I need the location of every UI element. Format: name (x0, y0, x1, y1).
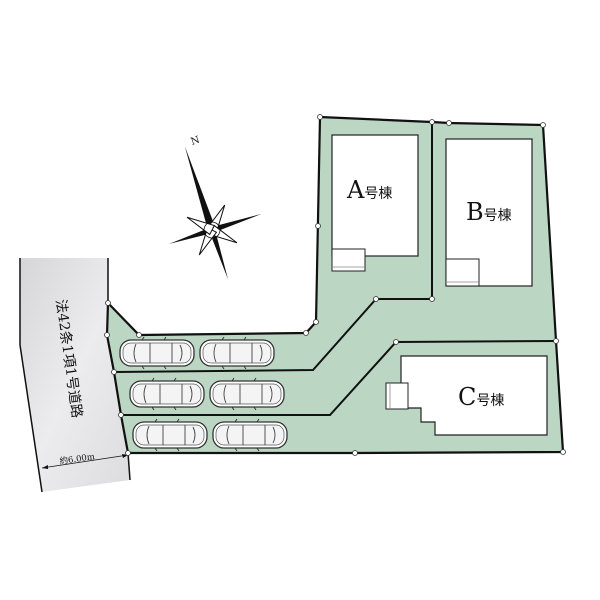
building-a[interactable] (331, 134, 419, 272)
road-width-label: 約6.00m (59, 451, 96, 467)
car-6 (212, 418, 288, 452)
car-4 (209, 377, 285, 411)
car-3 (129, 377, 205, 411)
building-c[interactable] (385, 355, 548, 436)
north-label: N (190, 135, 202, 148)
building-b[interactable] (445, 138, 533, 287)
car-2 (199, 336, 275, 370)
building-c-label[interactable]: C号棟 (458, 383, 504, 411)
building-b-label[interactable]: B号棟 (466, 198, 512, 226)
car-5 (132, 418, 208, 452)
car-1 (119, 336, 195, 370)
building-a-label[interactable]: A号棟 (346, 176, 392, 204)
road-width-dimension (41, 454, 129, 469)
boundary-markers (104, 114, 566, 456)
compass-icon (169, 146, 262, 280)
parking-cars (119, 336, 288, 452)
